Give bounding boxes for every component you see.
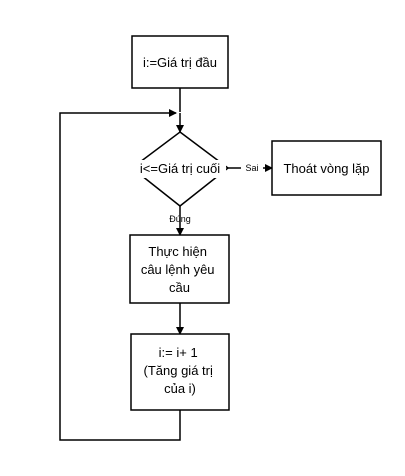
init-text: i:=Giá trị đầu [143, 55, 217, 70]
action-line-2: câu lệnh yêu [141, 262, 215, 277]
true-branch-label: Đúng [169, 214, 191, 224]
exit-box [271, 140, 382, 196]
action-box [129, 234, 230, 304]
increment-text: i:= i+ 1 (Tăng giá trị của i) [144, 345, 217, 396]
exit-text: Thoát vòng lặp [283, 161, 369, 176]
condition-text: i<=Giá trị cuối [140, 161, 220, 176]
false-branch-label: Sai [245, 163, 258, 173]
increment-box [130, 333, 230, 411]
increment-line-2: (Tăng giá trị [144, 363, 213, 378]
init-box [131, 35, 229, 89]
loop-back-line [59, 109, 181, 441]
action-line-1: Thực hiện [148, 244, 207, 259]
increment-line-3: của i) [164, 381, 196, 396]
condition-line-1: i<=Giá trị cuối [140, 161, 220, 176]
increment-line-1: i:= i+ 1 [159, 345, 198, 360]
init-line-1: i:=Giá trị đầu [143, 55, 217, 70]
exit-line-1: Thoát vòng lặp [283, 161, 369, 176]
action-text: Thực hiện câu lệnh yêu cầu [141, 244, 218, 295]
action-line-3: cầu [169, 280, 190, 295]
